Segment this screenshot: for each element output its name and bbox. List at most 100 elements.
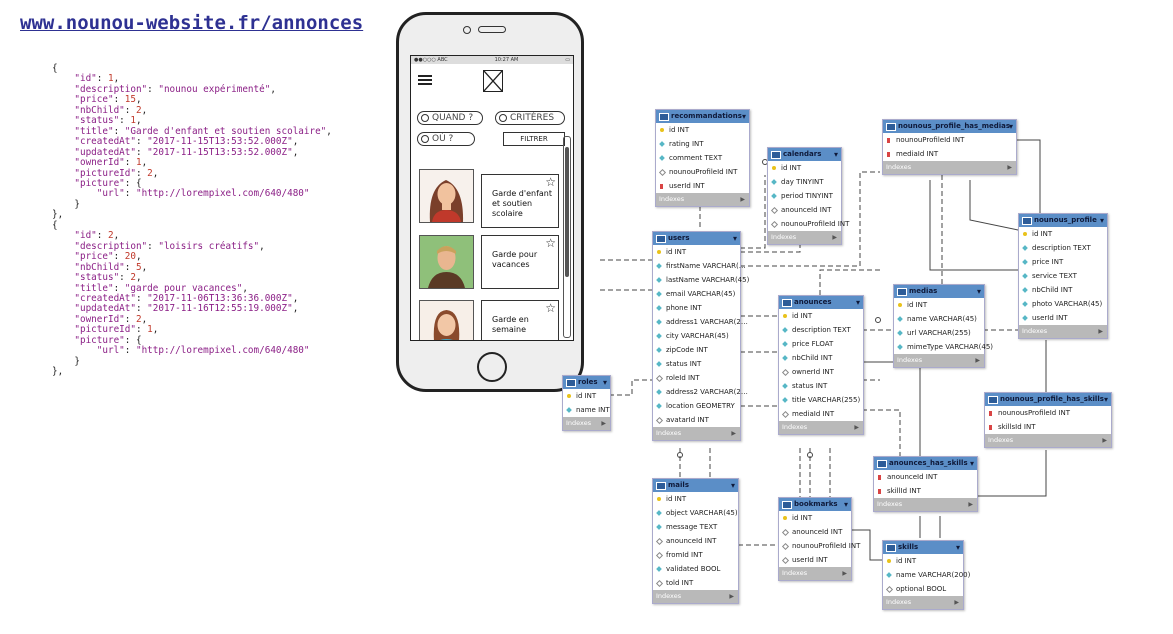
table-field[interactable]: zipCode INT bbox=[653, 343, 740, 357]
table-field[interactable]: told INT bbox=[653, 576, 738, 590]
table-field[interactable]: city VARCHAR(45) bbox=[653, 329, 740, 343]
table-field[interactable]: mediaId INT bbox=[883, 147, 1016, 161]
table-field[interactable]: skillId INT bbox=[874, 484, 977, 498]
table-field[interactable]: firstName VARCHAR(… bbox=[653, 259, 746, 273]
table-field[interactable]: address2 VARCHAR(2… bbox=[653, 385, 748, 399]
table-indexes[interactable]: Indexes bbox=[656, 193, 749, 206]
table-field[interactable]: object VARCHAR(45) bbox=[653, 506, 738, 520]
table-field[interactable]: address1 VARCHAR(2… bbox=[653, 315, 748, 329]
table-field[interactable]: anounceId INT bbox=[653, 534, 738, 548]
table-indexes[interactable]: Indexes bbox=[768, 231, 841, 244]
table-header[interactable]: anounces_has_skills bbox=[874, 457, 977, 470]
table-field[interactable]: service TEXT bbox=[1019, 269, 1107, 283]
table-field[interactable]: name VARCHAR(200) bbox=[883, 568, 970, 582]
table-field[interactable]: name INT bbox=[563, 403, 610, 417]
table-indexes[interactable]: Indexes bbox=[883, 161, 1016, 174]
table-header[interactable]: nounous_profile_has_skills bbox=[985, 393, 1111, 406]
table-field[interactable]: name VARCHAR(45) bbox=[894, 312, 984, 326]
table-field[interactable]: nounouProfileId INT bbox=[656, 165, 749, 179]
table-field[interactable]: id INT bbox=[779, 511, 851, 525]
table-header[interactable]: nounous_profile_has_medias bbox=[883, 120, 1016, 133]
when-search-input[interactable]: QUAND ? bbox=[417, 111, 483, 125]
table-indexes[interactable]: Indexes bbox=[779, 421, 863, 434]
table-field[interactable]: userId INT bbox=[656, 179, 749, 193]
table-indexes[interactable]: Indexes bbox=[874, 498, 977, 511]
table-indexes[interactable]: Indexes bbox=[563, 417, 610, 430]
table-header[interactable]: anounces bbox=[779, 296, 863, 309]
table-field[interactable]: nounousProfileId INT bbox=[985, 406, 1111, 420]
table-field[interactable]: ownerId INT bbox=[779, 365, 863, 379]
card-avatar-1[interactable] bbox=[419, 169, 474, 223]
table-field[interactable]: description TEXT bbox=[1019, 241, 1107, 255]
table-field[interactable]: userId INT bbox=[779, 553, 851, 567]
table-header[interactable]: skills bbox=[883, 541, 963, 554]
table-field[interactable]: lastName VARCHAR(45) bbox=[653, 273, 749, 287]
table-header[interactable]: bookmarks bbox=[779, 498, 851, 511]
table-field[interactable]: skillsId INT bbox=[985, 420, 1111, 434]
table-field[interactable]: id INT bbox=[883, 554, 963, 568]
filter-button[interactable]: FILTRER bbox=[503, 132, 565, 146]
table-field[interactable]: id INT bbox=[768, 161, 841, 175]
table-nounous-profile-has-medias[interactable]: nounous_profile_has_mediasnounouProfileI… bbox=[882, 119, 1017, 175]
table-field[interactable]: phone INT bbox=[653, 301, 740, 315]
hamburger-menu-icon[interactable] bbox=[418, 73, 432, 87]
table-field[interactable]: id INT bbox=[779, 309, 863, 323]
table-field[interactable]: title VARCHAR(255) bbox=[779, 393, 863, 407]
table-indexes[interactable]: Indexes bbox=[779, 567, 851, 580]
table-field[interactable]: id INT bbox=[1019, 227, 1107, 241]
scrollbar[interactable] bbox=[563, 136, 571, 338]
table-indexes[interactable]: Indexes bbox=[894, 354, 984, 367]
card-1[interactable]: Garde d'enfant et soutien scolaire☆ bbox=[481, 174, 559, 228]
where-search-input[interactable]: OÙ ? bbox=[417, 132, 475, 146]
table-nounous-profile-has-skills[interactable]: nounous_profile_has_skillsnounousProfile… bbox=[984, 392, 1112, 448]
table-field[interactable]: comment TEXT bbox=[656, 151, 749, 165]
star-icon[interactable]: ☆ bbox=[545, 301, 556, 315]
table-field[interactable]: validated BOOL bbox=[653, 562, 738, 576]
table-indexes[interactable]: Indexes bbox=[653, 590, 738, 603]
table-field[interactable]: anounceId INT bbox=[768, 203, 841, 217]
table-field[interactable]: id INT bbox=[653, 492, 738, 506]
table-field[interactable]: userId INT bbox=[1019, 311, 1107, 325]
table-field[interactable]: nbChild INT bbox=[779, 351, 863, 365]
table-field[interactable]: message TEXT bbox=[653, 520, 738, 534]
card-2[interactable]: Garde pour vacances☆ bbox=[481, 235, 559, 289]
card-3[interactable]: Garde en semaine☆ bbox=[481, 300, 559, 340]
table-field[interactable]: id INT bbox=[656, 123, 749, 137]
table-field[interactable]: price INT bbox=[1019, 255, 1107, 269]
table-field[interactable]: day TINYINT bbox=[768, 175, 841, 189]
table-field[interactable]: status INT bbox=[779, 379, 863, 393]
table-field[interactable]: anounceId INT bbox=[779, 525, 851, 539]
table-anounces-has-skills[interactable]: anounces_has_skillsanounceId INTskillId … bbox=[873, 456, 978, 512]
table-field[interactable]: id INT bbox=[894, 298, 984, 312]
table-header[interactable]: nounous_profile bbox=[1019, 214, 1107, 227]
page-url[interactable]: www.nounou-website.fr/annonces bbox=[20, 12, 364, 34]
table-field[interactable]: email VARCHAR(45) bbox=[653, 287, 740, 301]
table-field[interactable]: roleId INT bbox=[653, 371, 740, 385]
card-avatar-3[interactable] bbox=[419, 300, 474, 340]
table-header[interactable]: calendars bbox=[768, 148, 841, 161]
star-icon[interactable]: ☆ bbox=[545, 236, 556, 250]
table-indexes[interactable]: Indexes bbox=[883, 596, 963, 609]
table-indexes[interactable]: Indexes bbox=[653, 427, 740, 440]
star-icon[interactable]: ☆ bbox=[545, 175, 556, 189]
table-field[interactable]: mediaId INT bbox=[779, 407, 863, 421]
table-header[interactable]: recommandations bbox=[656, 110, 749, 123]
table-header[interactable]: users bbox=[653, 232, 740, 245]
card-avatar-2[interactable] bbox=[419, 235, 474, 289]
table-field[interactable]: id INT bbox=[563, 389, 610, 403]
table-field[interactable]: anounceId INT bbox=[874, 470, 977, 484]
table-field[interactable]: id INT bbox=[653, 245, 740, 259]
table-field[interactable]: url VARCHAR(255) bbox=[894, 326, 984, 340]
table-field[interactable]: price FLOAT bbox=[779, 337, 863, 351]
table-field[interactable]: optional BOOL bbox=[883, 582, 963, 596]
table-field[interactable]: nounouProfileId INT bbox=[779, 539, 860, 553]
